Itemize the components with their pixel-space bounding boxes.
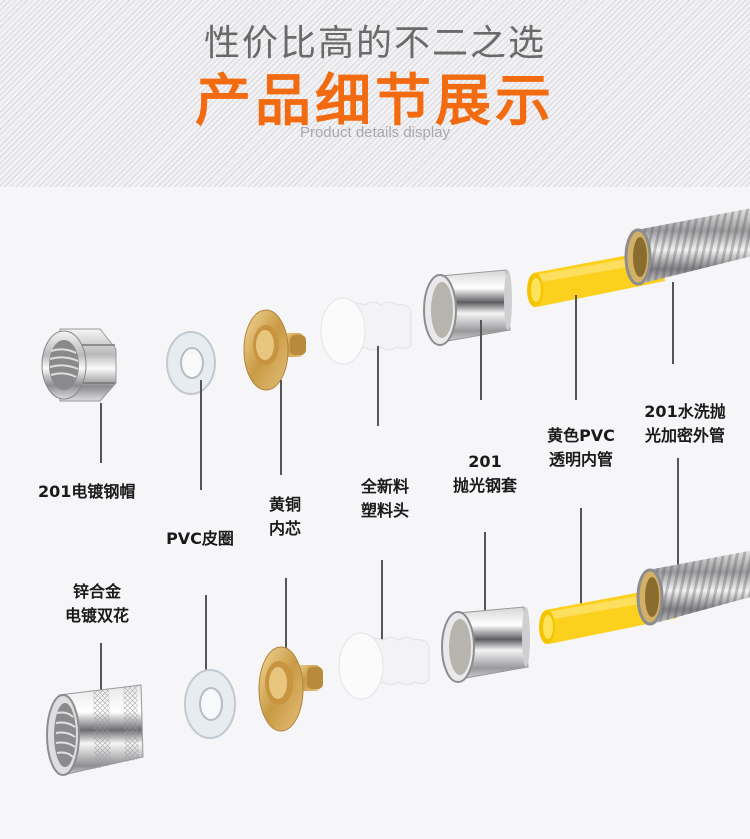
steel-sleeve-image-2 [440, 605, 532, 687]
leader-line-hose [672, 282, 674, 364]
label-inner-tube-line1: 黄色PVC [547, 426, 615, 445]
leader-line-coupling [100, 643, 102, 703]
leader-line-washer [200, 380, 202, 490]
brass-core-image-2 [255, 643, 327, 735]
leader-line-nut [100, 403, 102, 463]
corrugated-hose-image [622, 200, 750, 290]
label-brass-core: 黄铜 内芯 [250, 493, 320, 541]
leader-line-steel-sleeve-2 [484, 532, 486, 640]
page-title: 产品细节展示 [195, 69, 555, 134]
label-zinc-coupling-line1: 锌合金 [72, 582, 121, 601]
label-pvc-washer: PVC皮圈 [150, 527, 250, 551]
label-inner-tube-line2: 透明内管 [548, 450, 613, 469]
leader-line-brass-core [280, 380, 282, 475]
label-plastic-head: 全新料 塑料头 [345, 475, 425, 523]
label-inner-tube: 黄色PVC 透明内管 [536, 424, 626, 472]
leader-line-yellow-tube [575, 295, 577, 400]
pvc-washer-image [165, 330, 217, 396]
leader-line-washer-2 [205, 595, 207, 700]
label-zinc-coupling: 锌合金 电镀双花 [52, 580, 142, 628]
plastic-head-image-2 [333, 630, 433, 702]
pvc-washer-image-2 [183, 668, 237, 740]
label-nut: 201电镀钢帽 [38, 480, 164, 504]
label-steel-sleeve-line2: 抛光钢套 [452, 476, 517, 495]
label-brass-core-line2: 内芯 [268, 519, 301, 538]
label-zinc-coupling-line2: 电镀双花 [64, 606, 129, 625]
leader-line-brass-core-2 [285, 578, 287, 686]
leader-line-plastic-head-2 [381, 560, 383, 668]
leader-line-plastic-head [377, 346, 379, 426]
label-pvc-washer-text: PVC皮圈 [166, 529, 234, 548]
header-banner: 性价比高的不二之选 产品细节展示 Product details display [0, 0, 750, 187]
label-outer-tube-line2: 光加密外管 [644, 426, 725, 445]
zinc-coupling-image [45, 683, 145, 783]
leader-line-hose-2 [677, 458, 679, 578]
label-steel-sleeve: 201 抛光钢套 [440, 450, 530, 498]
brass-core-image [240, 305, 312, 395]
leader-line-steel-sleeve [480, 320, 482, 400]
hex-nut-image [38, 325, 118, 405]
corrugated-hose-image-2 [634, 540, 750, 630]
label-plastic-head-line1: 全新料 [360, 477, 409, 496]
header-subtitle: 性价比高的不二之选 [203, 23, 546, 64]
label-brass-core-line1: 黄铜 [268, 495, 301, 514]
plastic-head-image [315, 295, 415, 367]
label-outer-tube: 201水洗抛 光加密外管 [630, 400, 740, 448]
label-outer-tube-line1: 201水洗抛 [644, 402, 726, 421]
label-nut-text: 201电镀钢帽 [38, 482, 136, 501]
label-plastic-head-line2: 塑料头 [360, 501, 409, 520]
steel-sleeve-image [422, 268, 514, 350]
leader-line-yellow-tube-2 [580, 508, 582, 616]
page-title-english: Product details display [299, 124, 451, 141]
label-steel-sleeve-line1: 201 [468, 452, 502, 471]
